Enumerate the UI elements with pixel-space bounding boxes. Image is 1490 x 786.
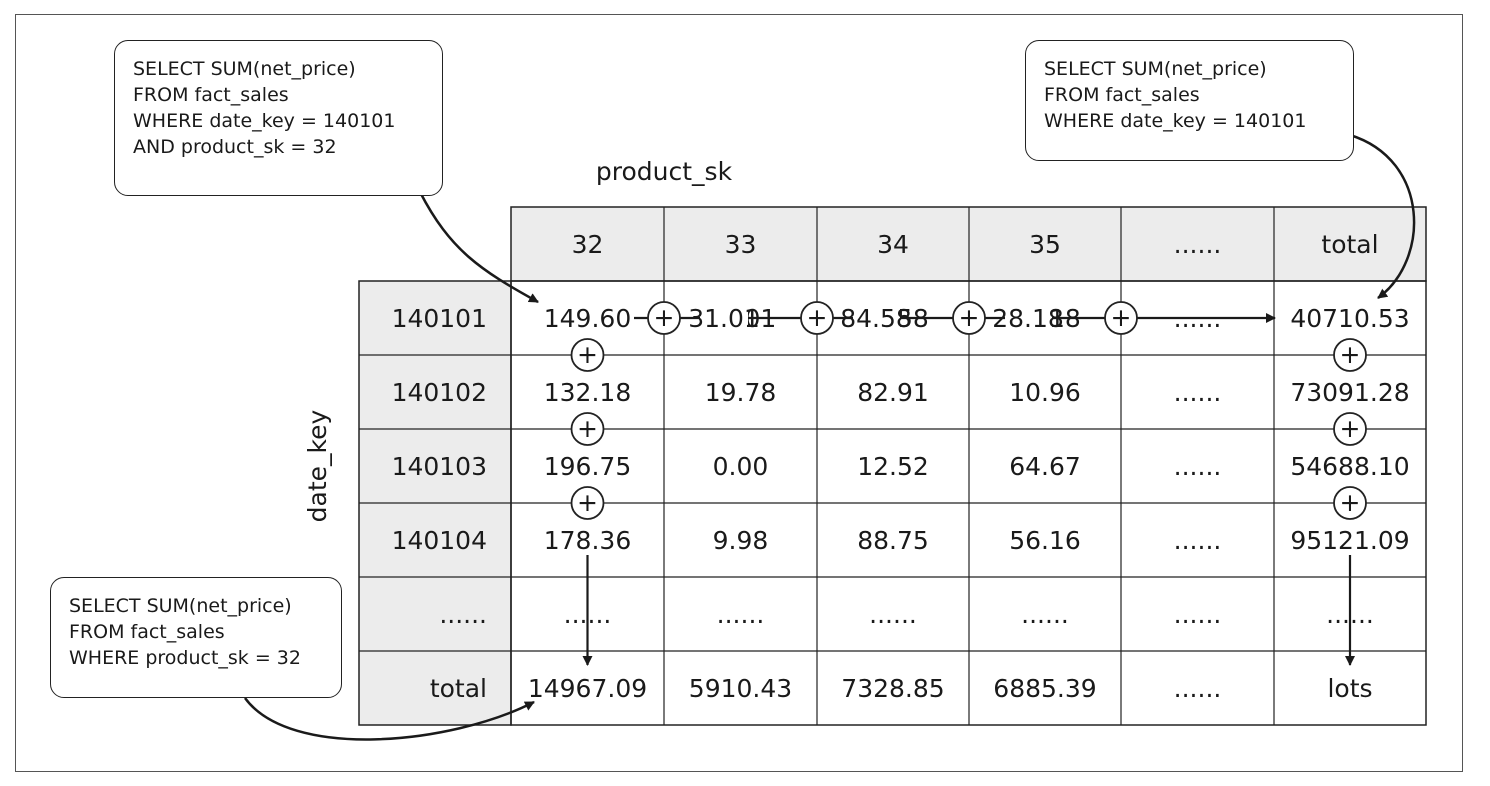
table-cell: 10.96 — [1009, 378, 1081, 407]
table-cell: 64.67 — [1009, 452, 1081, 481]
row-header-1: 140101 — [392, 304, 487, 333]
callout-line: FROM fact_sales — [69, 621, 225, 643]
row-sum-term: 84.58 — [840, 304, 912, 333]
grid-layer — [358, 206, 1427, 726]
row-sum-term: 28.18 — [992, 304, 1064, 333]
table-cell: 178.36 — [544, 526, 631, 555]
line-gap — [853, 304, 900, 332]
table-cell: 0.00 — [713, 452, 769, 481]
table-cell: 7328.85 — [841, 674, 944, 703]
table-cell: 149.60 — [544, 304, 631, 333]
plus-circle: + — [570, 338, 605, 372]
column-header-5: ...... — [1174, 230, 1222, 259]
line-gap — [1005, 304, 1052, 332]
table-cell: 5910.43 — [689, 674, 792, 703]
callout-line: WHERE product_sk = 32 — [69, 647, 301, 669]
callout-line: FROM fact_sales — [133, 84, 289, 106]
row-header-4: 140104 — [392, 526, 487, 555]
table-cell: 132.18 — [544, 378, 631, 407]
callout-line: WHERE date_key = 140101 — [1044, 110, 1307, 132]
column-header-1: 32 — [572, 230, 604, 259]
column-header-3: 34 — [877, 230, 909, 259]
plus-circle: + — [570, 486, 605, 520]
table-cell: 40710.53 — [1290, 304, 1409, 333]
callout-line: AND product_sk = 32 — [133, 136, 337, 158]
plus-symbol: + — [959, 303, 980, 332]
plus-symbol: + — [1111, 303, 1132, 332]
row-axis-title: date_key — [303, 409, 332, 522]
column-axis-title: product_sk — [596, 157, 733, 186]
row-header-3: 140103 — [392, 452, 487, 481]
table-cell: 9.98 — [713, 526, 769, 555]
table-cell: 88.75 — [857, 526, 929, 555]
callout-line: SELECT SUM(net_price) — [69, 595, 292, 617]
table-cell: 82.91 — [857, 378, 929, 407]
plus-circle: + — [1333, 412, 1367, 446]
table-cell: ...... — [869, 600, 917, 629]
plus-symbol: + — [807, 303, 828, 332]
line-gap — [700, 304, 748, 332]
column-header-4: 35 — [1029, 230, 1061, 259]
cell-text-layer: 32 33 34 35...... total 140101 149.60 31.01 84.5… — [392, 230, 1410, 703]
table-cell: lots — [1327, 674, 1372, 703]
callout-line: WHERE date_key = 140101 — [133, 110, 396, 132]
table-cell: ...... — [1021, 600, 1069, 629]
table-cell: 19.78 — [705, 378, 777, 407]
table-cell: ...... — [1174, 452, 1222, 481]
diagram-frame — [15, 14, 1463, 772]
callout-line: FROM fact_sales — [1044, 84, 1200, 106]
table-cell: 73091.28 — [1290, 378, 1409, 407]
plus-circle: + — [1333, 486, 1367, 520]
callout-line: SELECT SUM(net_price) — [1044, 58, 1267, 80]
plus-circle: + — [1333, 338, 1367, 372]
callout-top-right: SELECT SUM(net_price) FROM fact_sales WH… — [1025, 40, 1354, 161]
plus-symbol: + — [1340, 488, 1361, 517]
table-cell: 56.16 — [1009, 526, 1081, 555]
plus-circle: + — [1104, 301, 1138, 335]
table-cell: ...... — [1174, 674, 1222, 703]
table-cell: 14967.09 — [528, 674, 647, 703]
plus-symbol: + — [577, 488, 598, 517]
plus-symbol: + — [577, 414, 598, 443]
callout-bottom-left: SELECT SUM(net_price) FROM fact_sales WH… — [50, 577, 342, 698]
table-cell: 12.52 — [857, 452, 929, 481]
arrow-top-left-callout — [418, 191, 539, 304]
plus-circle: + — [952, 301, 986, 335]
table-cell: ...... — [1174, 526, 1222, 555]
table-cell: ...... — [717, 600, 765, 629]
table-cell: 54688.10 — [1290, 452, 1409, 481]
plus-symbol: + — [577, 340, 598, 369]
table-cell: 196.75 — [544, 452, 631, 481]
plus-circle: + — [570, 412, 605, 446]
arrow-top-right-callout — [1349, 133, 1416, 300]
column-header-2: 33 — [725, 230, 757, 259]
table-cell: ...... — [1174, 600, 1222, 629]
table-cell: 6885.39 — [993, 674, 1096, 703]
plus-circle: + — [647, 301, 681, 335]
plus-circle: + — [800, 301, 834, 335]
arrow-bottom-left-callout — [243, 697, 535, 741]
callout-top-left: SELECT SUM(net_price) FROM fact_sales WH… — [114, 40, 443, 196]
plus-symbol: + — [1340, 414, 1361, 443]
row-header-6: total — [430, 674, 487, 703]
plus-symbol: + — [654, 303, 675, 332]
column-header-6: total — [1321, 230, 1378, 259]
plus-symbol: + — [1340, 340, 1361, 369]
row-header-2: 140102 — [392, 378, 487, 407]
row-sum-term: 31.01 — [688, 304, 760, 333]
callout-arrows — [243, 133, 1416, 741]
callout-line: SELECT SUM(net_price) — [133, 58, 356, 80]
row-header-5: ...... — [439, 600, 487, 629]
table-cell: 95121.09 — [1290, 526, 1409, 555]
table-cell: ...... — [1174, 378, 1222, 407]
connector-layer: 31.01 84.58 28.18 + + + + + + + + + + — [570, 301, 1367, 666]
